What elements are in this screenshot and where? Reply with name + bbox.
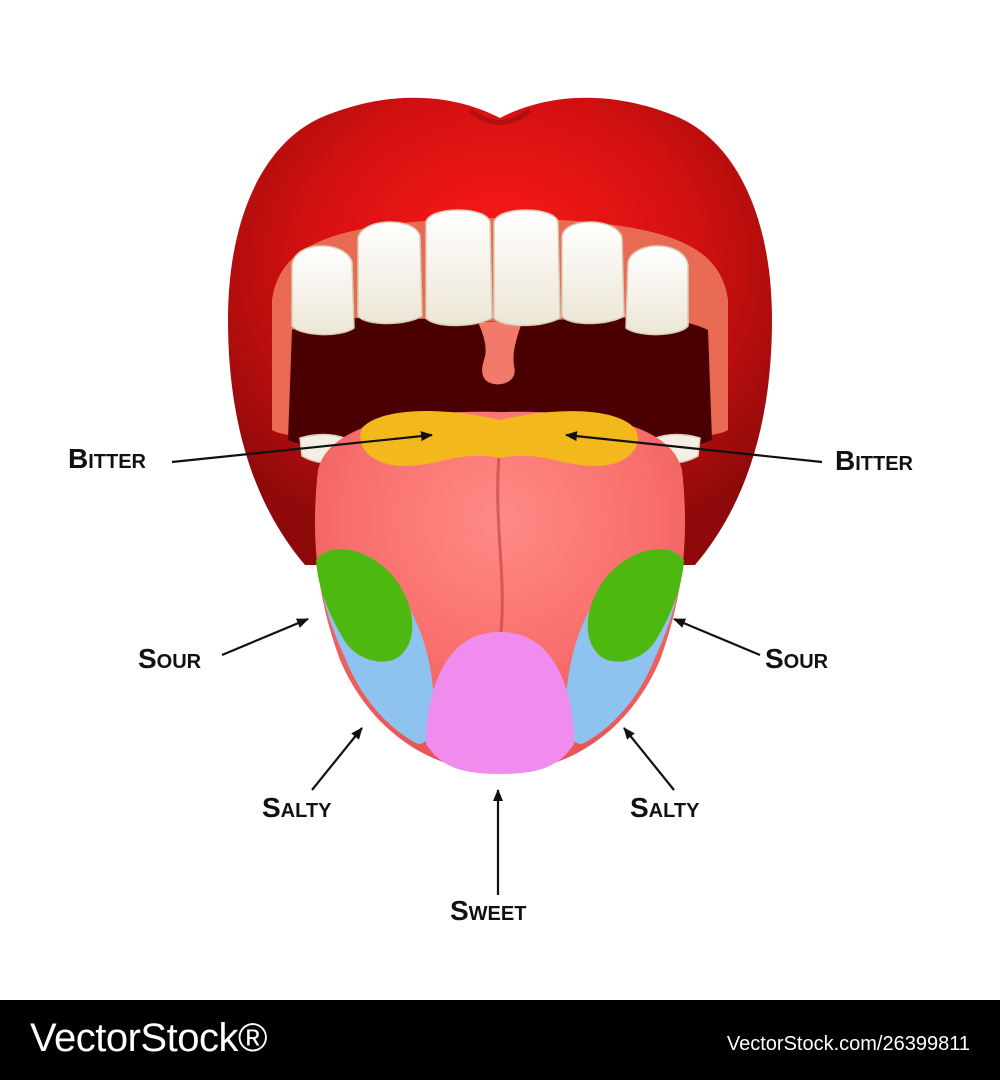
bitter-zone (360, 410, 638, 466)
brand-logo: VectorStock® (30, 1016, 267, 1060)
sour-zone-right (587, 549, 684, 662)
asset-id: VectorStock.com/26399811 (726, 1033, 970, 1055)
label-bitter-right: Bitter (835, 445, 914, 476)
leader-arrows (171, 431, 823, 895)
watermark-footer: VectorStock® VectorStock.com/26399811 (0, 1000, 1000, 1080)
tongue-median-groove (496, 444, 504, 641)
arrow-sour-left (221, 617, 309, 657)
arrow-bitter-left (171, 431, 433, 464)
arrow-sour-right (673, 617, 761, 657)
arrow-salty-left (311, 727, 363, 791)
label-salty-left: Salty (262, 792, 332, 823)
label-sour-right: Sour (765, 643, 829, 674)
upper-teeth (291, 209, 689, 336)
label-sweet: Sweet (450, 895, 526, 926)
label-salty-right: Salty (630, 792, 700, 823)
uvula (478, 322, 522, 385)
label-bitter-left: Bitter (68, 443, 147, 474)
arrow-salty-right (623, 727, 675, 791)
label-sour-left: Sour (138, 643, 202, 674)
upper-lip-crease (468, 108, 532, 125)
arrow-bitter-right (565, 431, 823, 464)
sweet-zone (426, 632, 574, 774)
taste-zones-diagram: Bitter Bitter Sour Sour Salty Salty Swee… (68, 97, 914, 926)
sour-zone-left (316, 549, 413, 662)
